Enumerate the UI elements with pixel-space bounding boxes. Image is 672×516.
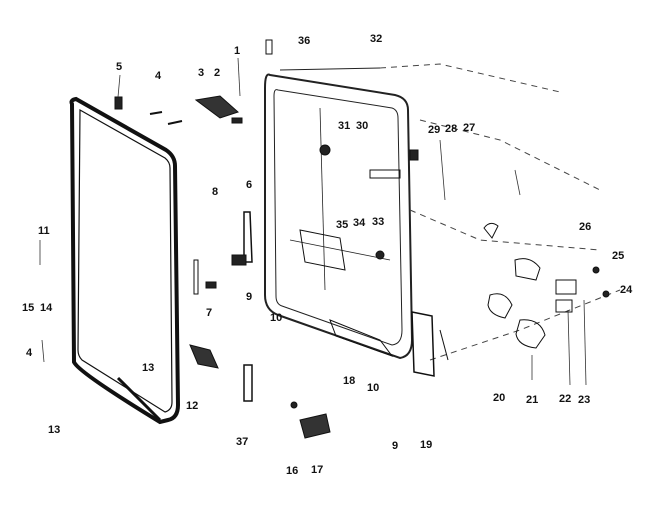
part-number-label: 2 (214, 67, 221, 79)
leader-lines (39, 57, 587, 386)
part-number-label: 20 (493, 392, 506, 404)
part-number-label: 31 (338, 120, 351, 132)
part-number-label: 9 (392, 440, 399, 452)
door-handle-parts (189, 311, 449, 439)
part-number-label: 4 (155, 70, 162, 82)
part-number-label: 37 (236, 436, 249, 448)
cabinet-outline (379, 63, 621, 361)
part-number-label: 12 (186, 400, 199, 412)
part-number-label: 22 (559, 393, 572, 405)
part-number-label: 18 (343, 375, 356, 387)
part-number-label: 13 (48, 424, 61, 436)
dispenser-parts (483, 222, 610, 349)
part-number-label: 5 (116, 61, 123, 73)
part-number-label: 10 (367, 382, 380, 394)
part-number-label: 4 (26, 347, 33, 359)
part-number-label: 7 (206, 307, 213, 319)
part-number-label: 6 (246, 179, 253, 191)
part-number-label: 36 (298, 35, 311, 47)
hinge-bracket (114, 39, 273, 125)
door-gasket (69, 96, 181, 425)
part-number-label: 1 (234, 45, 241, 57)
part-number-label: 14 (40, 302, 53, 314)
part-number-label: 24 (620, 284, 633, 296)
part-number-label: 27 (463, 122, 476, 134)
part-number-label: 13 (142, 362, 155, 374)
part-number-label: 9 (246, 291, 253, 303)
part-number-label: 19 (420, 439, 433, 451)
part-number-label: 29 (428, 124, 441, 136)
part-number-label: 35 (336, 219, 349, 231)
inner-door-panel (264, 67, 414, 360)
latch-assembly (193, 144, 419, 358)
part-number-label: 16 (286, 465, 299, 477)
part-number-label: 33 (372, 216, 385, 228)
part-number-label: 8 (212, 186, 219, 198)
part-number-label: 10 (270, 312, 283, 324)
part-number-label: 21 (526, 394, 539, 406)
part-number-label: 15 (22, 302, 35, 314)
part-number-label: 11 (38, 225, 50, 237)
part-number-label: 28 (445, 123, 458, 135)
part-number-label: 25 (612, 250, 625, 262)
part-number-label: 26 (579, 221, 592, 233)
part-number-label: 23 (578, 394, 591, 406)
part-number-label: 34 (353, 217, 366, 229)
part-number-label: 32 (370, 33, 383, 45)
part-number-label: 17 (311, 464, 324, 476)
part-number-label: 30 (356, 120, 369, 132)
part-number-label: 3 (198, 67, 205, 79)
